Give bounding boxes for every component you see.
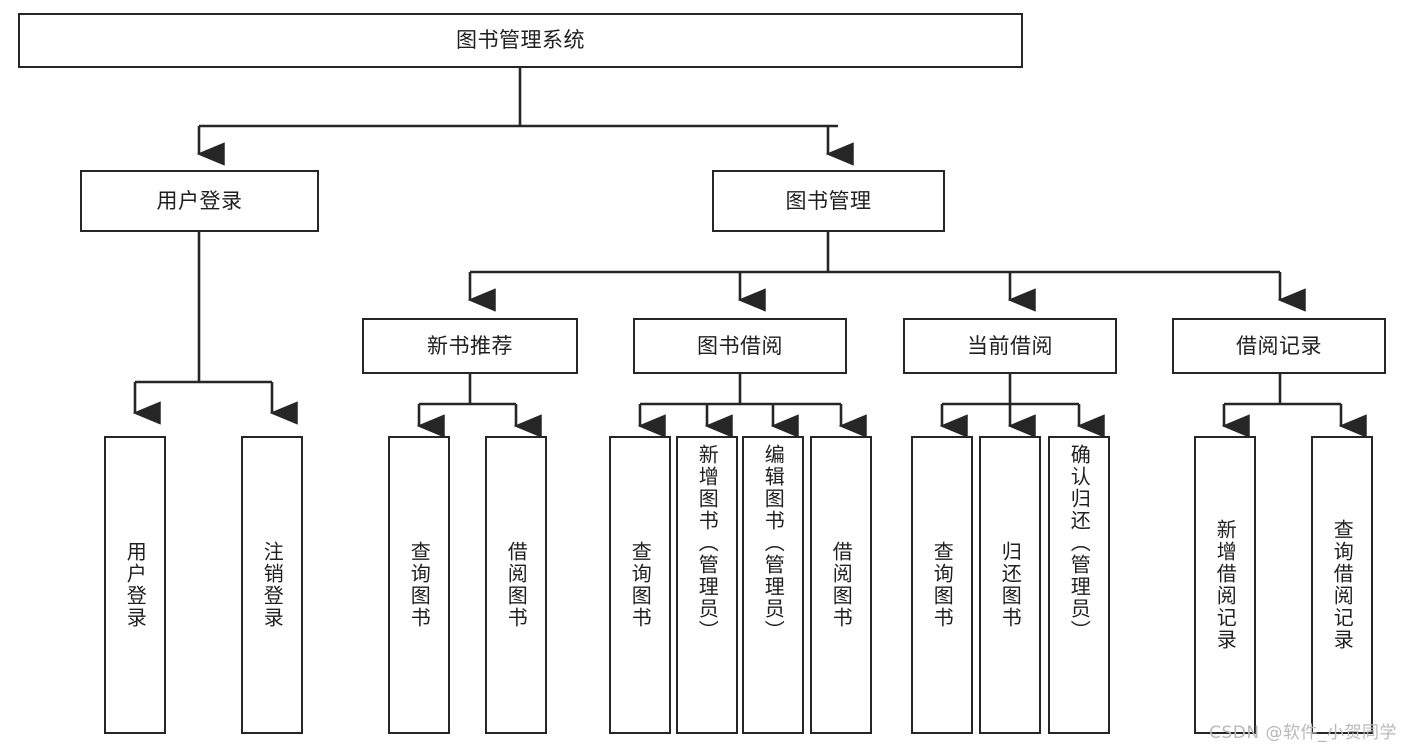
leaf-user-login-login[interactable]: 用户登录 [104,436,166,734]
node-new-book-recommend[interactable]: 新书推荐 [362,318,578,374]
leaf-user-login-logout[interactable]: 注销登录 [241,436,303,734]
leaf-book-borrow-add-admin[interactable]: 新增图书（管理员） [676,436,738,734]
leaf-book-borrow-query[interactable]: 查询图书 [609,436,671,734]
leaf-new-book-borrow[interactable]: 借阅图书 [485,436,547,734]
leaf-book-borrow-edit-admin[interactable]: 编辑图书（管理员） [742,436,804,734]
node-root-system[interactable]: 图书管理系统 [18,13,1023,68]
node-current-borrow[interactable]: 当前借阅 [903,318,1117,374]
leaf-label: 用户登录 [123,541,148,629]
leaf-label: 查询借阅记录 [1330,519,1355,651]
node-book-borrow[interactable]: 图书借阅 [633,318,847,374]
leaf-label: 查询图书 [930,541,955,629]
leaf-label: 注销登录 [260,541,285,629]
node-label: 借阅记录 [1236,333,1322,358]
leaf-label: 查询图书 [628,541,653,629]
leaf-new-book-query[interactable]: 查询图书 [388,436,450,734]
node-label: 图书管理 [785,188,872,213]
node-label: 当前借阅 [967,333,1053,358]
node-label: 用户登录 [156,188,243,213]
leaf-current-borrow-confirm-admin[interactable]: 确认归还（管理员） [1048,436,1110,734]
leaf-label: 新增借阅记录 [1213,519,1238,651]
node-book-management[interactable]: 图书管理 [712,170,945,232]
node-borrow-record[interactable]: 借阅记录 [1172,318,1386,374]
leaf-borrow-record-add[interactable]: 新增借阅记录 [1194,436,1256,734]
leaf-label: 新增图书（管理员） [695,444,720,642]
leaf-label: 借阅图书 [829,541,854,629]
leaf-current-borrow-return[interactable]: 归还图书 [979,436,1041,734]
leaf-book-borrow-borrow[interactable]: 借阅图书 [810,436,872,734]
leaf-current-borrow-query[interactable]: 查询图书 [911,436,973,734]
leaf-label: 归还图书 [998,541,1023,629]
leaf-label: 借阅图书 [504,541,529,629]
csdn-watermark: CSDN @软件_小贺同学 [1209,723,1397,743]
node-label: 图书管理系统 [456,28,585,53]
node-label: 新书推荐 [427,333,513,358]
leaf-borrow-record-query[interactable]: 查询借阅记录 [1311,436,1373,734]
leaf-label: 确认归还（管理员） [1067,444,1092,642]
node-label: 图书借阅 [697,333,783,358]
leaf-label: 查询图书 [407,541,432,629]
node-user-login[interactable]: 用户登录 [80,170,319,232]
leaf-label: 编辑图书（管理员） [761,444,786,642]
